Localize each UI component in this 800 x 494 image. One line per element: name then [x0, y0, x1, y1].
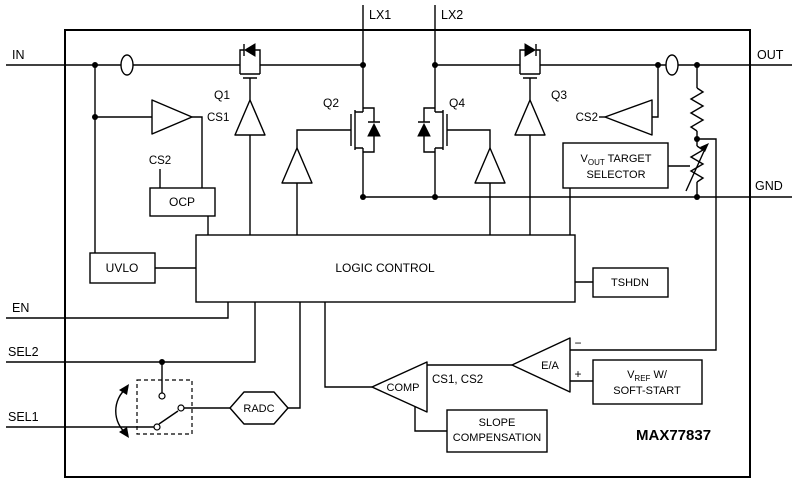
switch-dashed-box: [136, 379, 193, 435]
wire-feedback: [570, 138, 717, 351]
wire-radc-logic: [288, 302, 301, 409]
potentiometer-arrow: [685, 148, 706, 192]
cs-pair-label: CS1, CS2: [432, 374, 483, 386]
cs1-label: CS1: [207, 112, 229, 124]
feedback-divider: [685, 87, 709, 192]
wire-comp-logic: [324, 302, 372, 388]
mosfet-q3: [519, 43, 541, 79]
mosfet-q4: [417, 107, 448, 153]
wire-sel2: [6, 302, 256, 363]
ea-minus-label: −: [574, 336, 581, 350]
vout-target-selector-block: [562, 142, 669, 189]
ea-plus-label: +: [574, 367, 581, 381]
vref-line1: VREF W/: [627, 369, 668, 383]
pin-en-label: EN: [12, 301, 29, 315]
mosfet-q2: [350, 107, 381, 153]
wire-q4-gate: [447, 129, 491, 148]
wire-en: [6, 302, 229, 319]
vout-selector-line2: SELECTOR: [586, 169, 645, 181]
pin-in-label: IN: [12, 48, 25, 62]
wire-cs1-output: [192, 116, 203, 188]
gate-driver-q2: [281, 147, 313, 184]
logic-control-label: LOGIC CONTROL: [335, 261, 435, 275]
wiring: [6, 5, 792, 432]
q3-label: Q3: [551, 88, 567, 102]
ocp-block: [149, 187, 216, 217]
cs2-stub-label: CS2: [149, 155, 171, 167]
q1-body-diode: [244, 43, 256, 57]
vref-line2: SOFT-START: [613, 385, 681, 397]
gate-driver-q4: [474, 147, 506, 184]
resistor-top: [689, 87, 705, 132]
radc-block: [229, 391, 289, 425]
mosfet-q1: [239, 43, 261, 79]
switch-contact-radc: [177, 404, 185, 412]
radc-label: RADC: [243, 403, 274, 415]
q2-label: Q2: [323, 96, 339, 110]
slope-line1: SLOPE: [479, 417, 516, 429]
q4-body-diode: [417, 122, 431, 137]
pin-lx2-label: LX2: [441, 8, 463, 22]
tshdn-block: [592, 267, 669, 298]
vref-soft-start-block: [592, 359, 703, 405]
pin-sel1-label: SEL1: [8, 410, 39, 424]
q3-body-diode: [524, 43, 536, 57]
junction-dots: [92, 62, 700, 365]
wire-q2-gate: [296, 129, 351, 148]
comp-label: COMP: [387, 382, 420, 394]
uvlo-label: UVLO: [106, 261, 139, 275]
switch-pole-contact: [153, 423, 161, 431]
gate-driver-q1: [234, 99, 266, 136]
switch-arm: [158, 410, 179, 425]
pin-lx1-label: LX1: [369, 8, 391, 22]
slope-line2: COMPENSATION: [453, 432, 541, 444]
gate-driver-q3: [514, 99, 546, 136]
pin-sel2-label: SEL2: [8, 345, 39, 359]
cs2-amp: [604, 99, 653, 136]
pin-gnd-label: GND: [755, 179, 783, 193]
ea-label: E/A: [541, 360, 559, 372]
wire-cs2-input: [652, 65, 659, 118]
sel1-switch: [115, 379, 193, 438]
q2-body-diode: [367, 122, 381, 137]
part-number: MAX77837: [636, 427, 711, 444]
switch-contact-sel2: [158, 392, 166, 400]
wire-slope-comp: [414, 406, 447, 432]
out-sense-element: [665, 54, 679, 76]
q4-label: Q4: [449, 96, 465, 110]
comp-comparator: [371, 361, 428, 413]
slope-compensation-block: [446, 409, 548, 453]
cs1-amp: [151, 99, 193, 135]
vout-selector-line1: VOUT TARGET: [581, 153, 652, 167]
tshdn-label: TSHDN: [611, 277, 649, 289]
chip-border: [64, 29, 751, 478]
cs2-amp-label: CS2: [576, 112, 598, 124]
in-sense-element: [120, 54, 134, 76]
pin-out-label: OUT: [757, 48, 784, 62]
uvlo-block: [89, 252, 156, 284]
q1-label: Q1: [214, 88, 230, 102]
error-amp: [511, 337, 571, 393]
logic-control-block: [195, 234, 576, 303]
ocp-label: OCP: [169, 195, 195, 209]
